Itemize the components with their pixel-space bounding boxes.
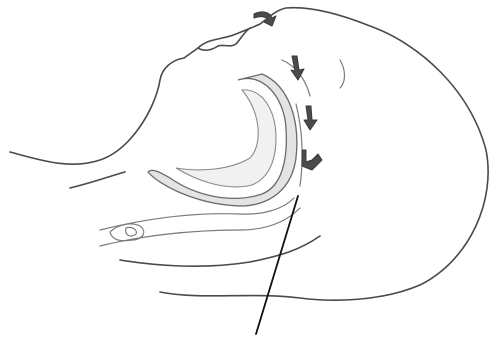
neck-lower-outline xyxy=(120,236,320,266)
pointer-line xyxy=(256,196,298,334)
airflow-arrow-icon xyxy=(302,150,322,170)
airflow-arrow-icon xyxy=(291,56,304,80)
trachea-upper xyxy=(100,198,294,230)
ear-outline xyxy=(340,60,345,88)
chest-outline xyxy=(70,172,125,188)
cartilage-ring xyxy=(126,227,137,236)
head-outline xyxy=(10,8,488,300)
airflow-arrow-icon xyxy=(304,106,317,130)
oral-cavity xyxy=(176,90,276,187)
